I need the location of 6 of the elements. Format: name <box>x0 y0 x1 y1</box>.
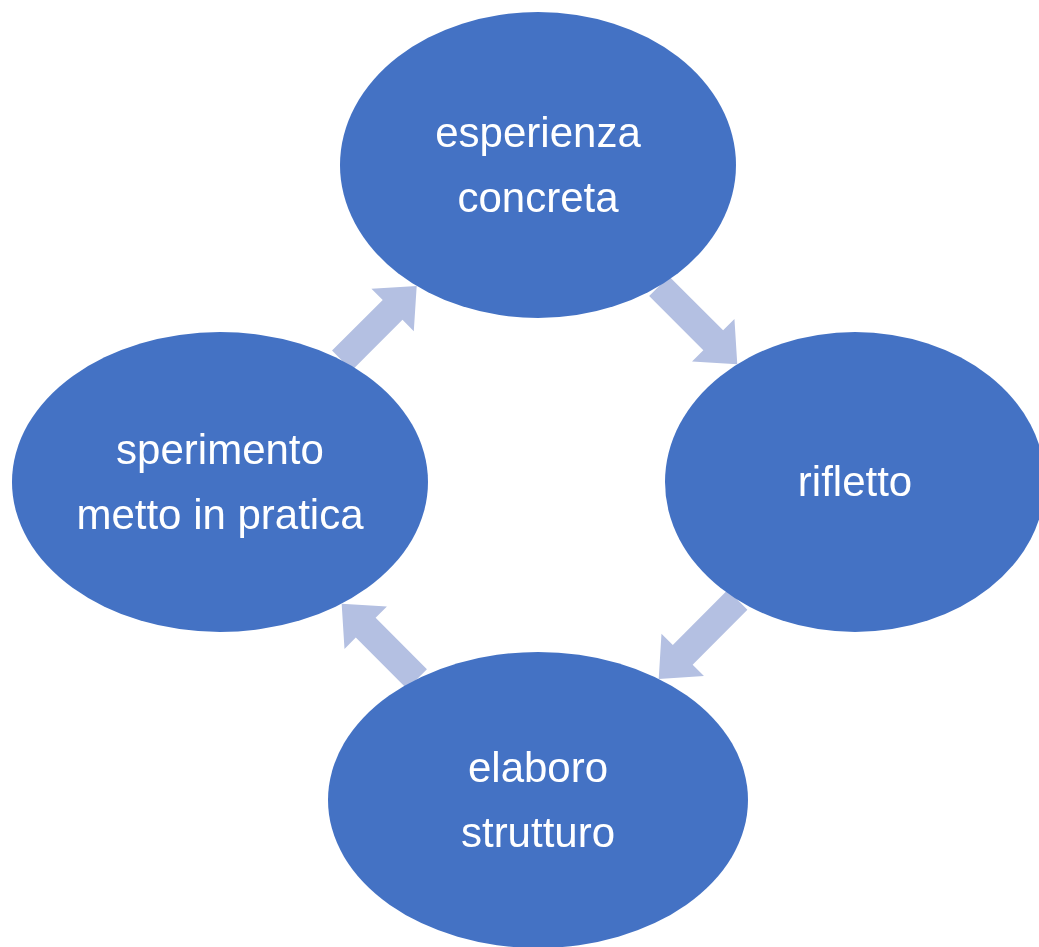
node-label: elaboro strutturo <box>459 742 617 858</box>
node-label: rifletto <box>796 457 914 508</box>
block-arrow <box>658 590 748 679</box>
node-label: sperimento metto in pratica <box>75 424 365 540</box>
block-arrow <box>649 276 738 365</box>
node-label: esperienza concreta <box>434 107 642 223</box>
